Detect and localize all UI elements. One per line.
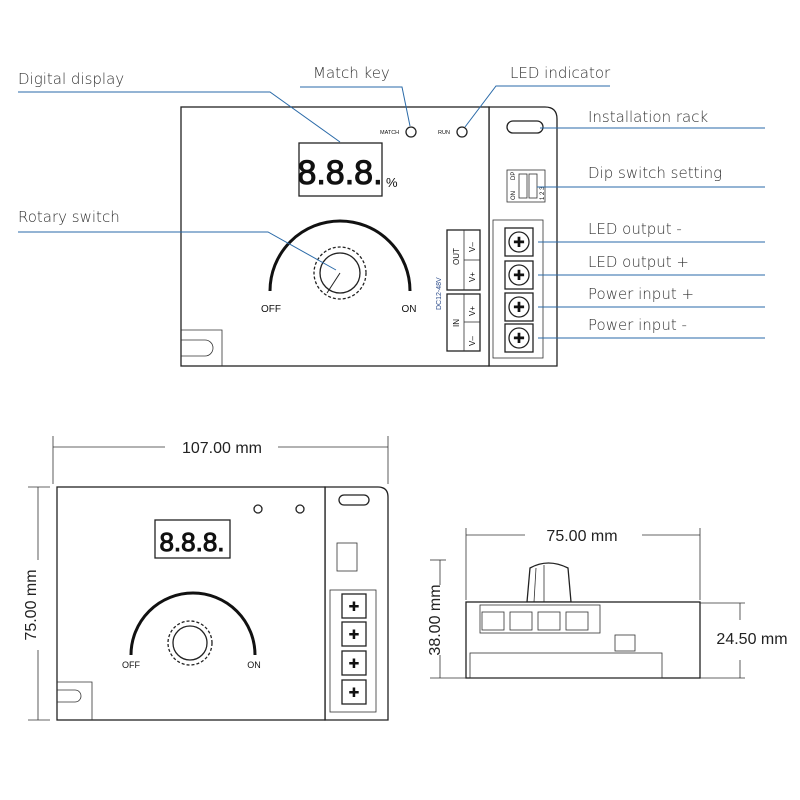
diagram-stroke	[253, 504, 263, 514]
callouts: Digital display Match key LED indicator …	[18, 64, 765, 339]
terminal-led-plus: ✚	[504, 260, 534, 290]
diagram-stroke	[518, 173, 528, 199]
height-dimension: 75.00 mm	[23, 569, 40, 640]
diagram-stroke	[469, 652, 663, 679]
diagram-stroke	[479, 604, 601, 634]
front-on-label: ON	[247, 660, 261, 670]
terminal-power-minus: ✚	[504, 323, 534, 353]
callout-digital-display: Digital display	[18, 70, 124, 88]
diagram-stroke	[172, 625, 208, 661]
off-label: OFF	[261, 304, 281, 315]
diagram-stroke	[329, 589, 377, 713]
front-off-label: OFF	[122, 660, 140, 670]
screw-icon: ✚	[513, 234, 525, 250]
diagram-stroke	[18, 91, 341, 143]
percent-sign: %	[386, 175, 398, 190]
diagram-stroke	[341, 679, 367, 705]
body-height-dimension: 24.50 mm	[716, 631, 787, 648]
terminal-block	[492, 219, 544, 359]
out-label: OUT	[452, 248, 461, 265]
on-label: ON	[402, 304, 417, 315]
diagram-stroke	[537, 611, 561, 631]
display-digits: 8.8.8.	[297, 154, 382, 192]
in-label: IN	[452, 319, 461, 327]
diagram-stroke	[565, 611, 589, 631]
callout-led-output-minus: LED output -	[588, 220, 682, 238]
terminal-led-minus: ✚	[504, 227, 534, 257]
width-dimension: 107.00 mm	[182, 440, 262, 457]
diagram-stroke	[508, 264, 530, 286]
diagram-stroke	[508, 231, 530, 253]
diagram-stroke	[464, 85, 610, 128]
diagram-stroke	[533, 567, 537, 603]
front-dimension-view: 107.00 mm 75.00 mm 8.8.8. OFF ON ✚ ✚ ✚ ✚	[23, 436, 389, 721]
mount-tab	[181, 329, 223, 366]
diagram-stroke	[295, 504, 305, 514]
in-box	[446, 293, 481, 352]
diagram-stroke	[338, 494, 370, 506]
dip-numbers: 1 2 3	[540, 186, 546, 200]
diagram-stroke: ✚	[349, 599, 360, 614]
match-key-button[interactable]	[405, 126, 417, 138]
diagram-stroke	[18, 231, 337, 271]
dip-dp: DP	[511, 172, 517, 180]
diagram-stroke	[341, 593, 367, 619]
rack-slot	[506, 120, 544, 134]
diagram-stroke	[508, 327, 530, 349]
dip-switch[interactable]	[506, 169, 546, 203]
side-knob	[526, 562, 572, 603]
callout-power-input-plus: Power input +	[588, 285, 694, 303]
diagram-stroke: ✚	[349, 656, 360, 671]
diagram-stroke	[154, 519, 231, 559]
knob-pointer	[326, 272, 341, 294]
callout-rotary-switch: Rotary switch	[18, 208, 120, 226]
diagram-stroke	[509, 611, 533, 631]
front-display-digits: 8.8.8.	[159, 527, 224, 557]
diagram-stroke	[336, 542, 358, 572]
run-label: RUN	[438, 130, 450, 136]
in-vminus: V–	[468, 336, 477, 346]
diagram-stroke	[508, 296, 530, 318]
side-dimension-view: 75.00 mm 38.00 mm 24.50 mm	[427, 528, 788, 679]
in-vplus: V+	[468, 306, 477, 316]
callout-match-key: Match key	[313, 64, 390, 82]
diagram-stroke: OUT V– V+ IN V+ V– DC12-48V	[436, 242, 477, 346]
callout-power-input-minus: Power input -	[588, 316, 687, 334]
diagram-stroke	[57, 681, 93, 720]
callout-led-indicator: LED indicator	[510, 64, 611, 82]
screw-icon: ✚	[513, 330, 525, 346]
top-view: 8.8.8. % MATCH RUN OFF ON OUT V– V+ IN V…	[180, 106, 558, 367]
side-body	[465, 601, 701, 679]
depth-dimension: 75.00 mm	[546, 528, 617, 545]
callout-installation-rack: Installation rack	[588, 108, 708, 126]
screw-icon: ✚	[513, 299, 525, 315]
callout-led-output-plus: LED output +	[588, 253, 689, 271]
diagram-stroke	[614, 634, 636, 652]
dimming-arc	[268, 219, 412, 292]
digital-display	[298, 142, 383, 197]
diagram-stroke: ✚ ✚ ✚ ✚	[341, 593, 367, 705]
voltage-label: DC12-48V	[436, 277, 443, 310]
diagram-stroke	[481, 611, 505, 631]
dip-on: ON	[511, 191, 517, 200]
diagram-stroke	[341, 650, 367, 676]
diagram-stroke: ✚	[349, 627, 360, 642]
diagram-stroke	[341, 621, 367, 647]
match-label: MATCH	[380, 130, 399, 136]
diagram-stroke: ✚	[349, 685, 360, 700]
led-indicator	[456, 126, 468, 138]
callout-dip-switch: Dip switch setting	[588, 164, 722, 182]
terminal-power-plus: ✚	[504, 292, 534, 322]
diagram-stroke	[300, 86, 411, 127]
total-height-dimension: 38.00 mm	[427, 584, 444, 655]
screw-icon: ✚	[513, 267, 525, 283]
out-vminus: V–	[468, 242, 477, 252]
terminals: ✚ ✚ ✚ ✚	[504, 227, 534, 353]
diagram-stroke	[129, 591, 257, 656]
diagram-stroke	[528, 173, 538, 199]
out-vplus: V+	[468, 272, 477, 282]
